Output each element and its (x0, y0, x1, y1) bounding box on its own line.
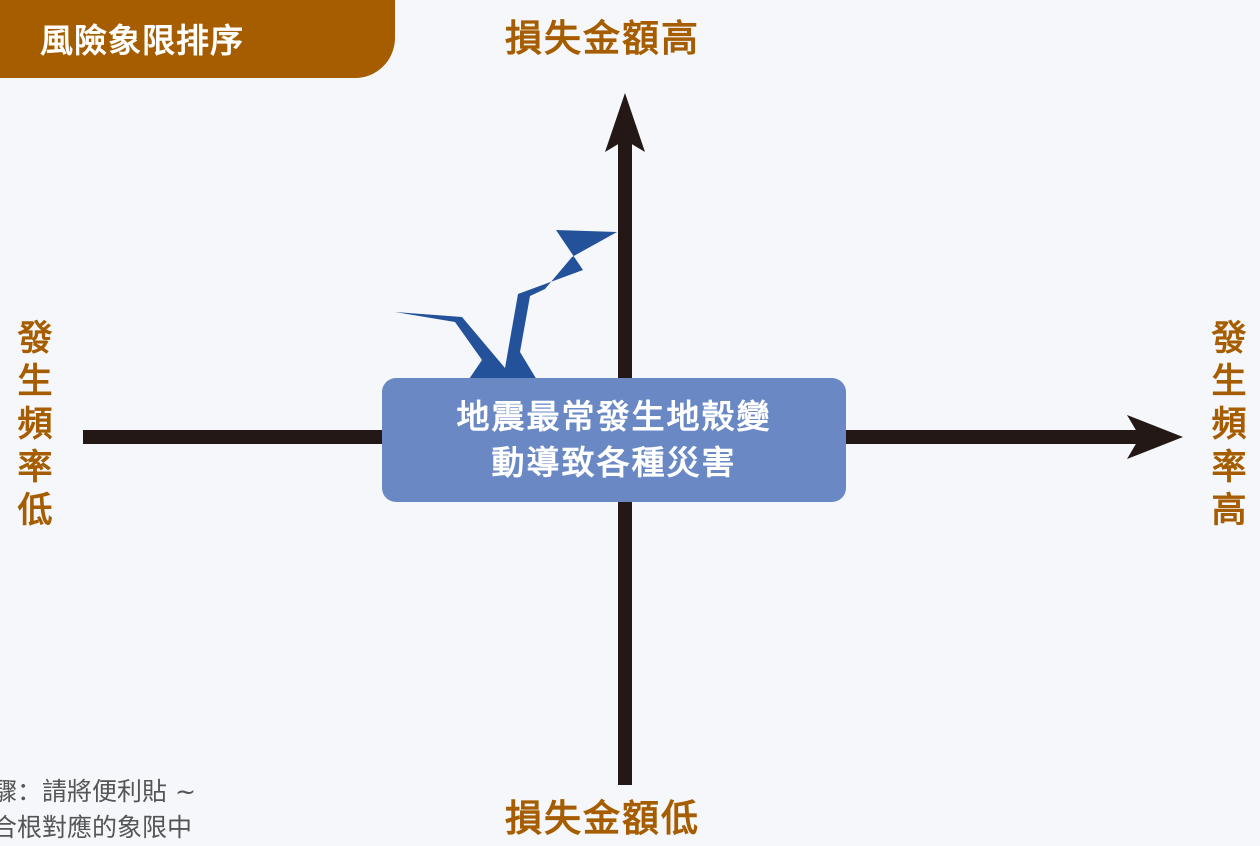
page-title: 風險象限排序 (40, 21, 244, 60)
axis-label-right-char: 生 (1211, 362, 1249, 402)
center-statement-line-2: 動導致各種災害 (491, 443, 737, 482)
axis-label-right: 發 生 頻 率 高 (1208, 318, 1252, 533)
axis-label-right-char: 率 (1211, 448, 1249, 488)
axis-label-left-char: 低 (17, 491, 55, 531)
axis-label-bottom: 損失金額低 (505, 797, 700, 840)
axis-label-left-char: 頻 (17, 405, 55, 445)
axis-label-left-char: 發 (17, 319, 55, 359)
axis-label-top: 損失金額高 (505, 17, 700, 60)
crack-shape (395, 230, 617, 385)
center-statement-box: 地震最常發生地殼變 動導致各種災害 (382, 378, 846, 502)
axis-label-right-char: 發 (1211, 319, 1249, 359)
axis-label-right-char: 高 (1211, 491, 1249, 531)
title-tab: 風險象限排序 (0, 0, 395, 78)
instruction-note-line-1: 驟：請將便利貼 ~ (0, 777, 196, 806)
axis-label-right-char: 頻 (1211, 405, 1249, 445)
instruction-note-line-2: 合根對應的象限中 (0, 813, 193, 842)
horizontal-axis-arrow (1127, 415, 1183, 459)
axis-label-left-char: 率 (17, 448, 55, 488)
axis-label-left-char: 生 (17, 362, 55, 402)
vertical-axis-arrow (605, 93, 645, 152)
axis-label-left: 發 生 頻 率 低 (14, 318, 58, 533)
center-statement-line-1: 地震最常發生地殼變 (456, 397, 772, 436)
instruction-note: 驟：請將便利貼 ~ 合根對應的象限中 (0, 774, 196, 846)
